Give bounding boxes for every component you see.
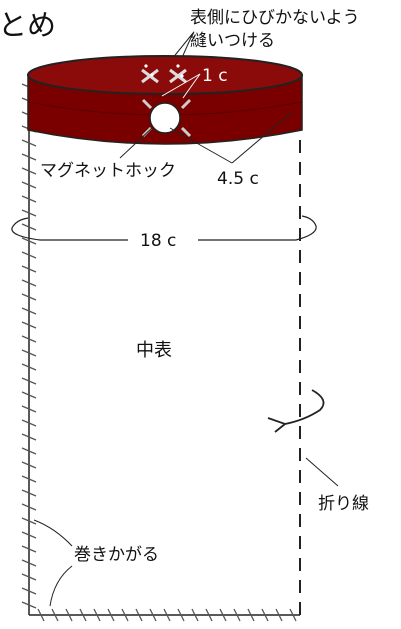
tab-crossstitch-icon [141,68,187,84]
magnet-size-label: 4.5 c [217,169,259,189]
magnet-leader [119,127,153,159]
tab-size-leaders [161,73,201,99]
rim-band-top [27,55,303,95]
tab-dots [144,64,184,78]
magnet-label: マグネットホック [40,161,176,181]
fold-arrow-icon [267,389,325,433]
stitch-note-line2: 縫いつける [190,31,275,51]
bag-body-outline [28,80,301,616]
overcast-stitches-bottom [37,608,297,622]
width-measure-loop [11,215,317,241]
tab-size-label: 1 c [202,66,228,86]
stitch-note-line1: 表側にひびかないよう [190,8,360,28]
fold-label: 折り線 [318,494,369,514]
overcast-leaders [33,519,73,607]
magnet-size-leaders [169,111,293,164]
title-fragment: とめ [0,8,56,42]
center-label: 中表 [136,340,172,361]
width-label: 18 c [140,231,176,251]
magnet-snap-icon [141,98,192,138]
fold-leader [305,457,339,487]
overcast-label: 巻きかがる [74,545,159,565]
